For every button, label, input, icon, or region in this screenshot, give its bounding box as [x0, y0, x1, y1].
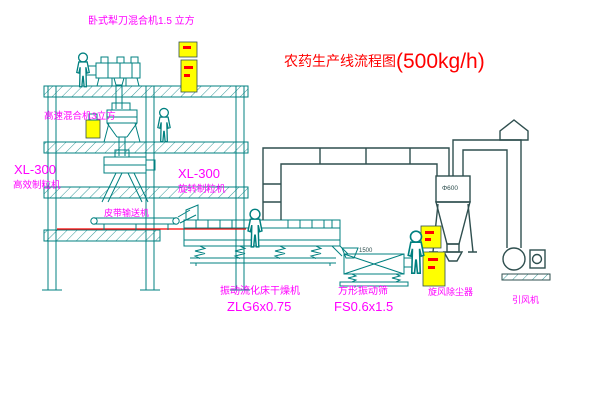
person-figure	[247, 208, 263, 248]
feed-hopper	[85, 113, 101, 139]
stack-outer-line	[452, 139, 522, 248]
dryer-body	[183, 219, 341, 247]
conveyor-discharge-chute	[177, 209, 197, 224]
dryer-panels	[195, 220, 333, 228]
floor-beam-2	[43, 141, 249, 154]
fan-foundation	[501, 273, 551, 281]
cabinet-indicator	[183, 46, 191, 49]
cabinet-indicator	[428, 266, 435, 269]
mixer-port	[116, 56, 125, 64]
cabinet-box	[420, 225, 442, 249]
exhaust-duct	[262, 147, 450, 220]
belt-conveyor	[90, 209, 197, 230]
dryer-model-label: ZLG6x0.75	[227, 299, 291, 314]
cabinet-indicator	[425, 231, 434, 234]
person-figure	[157, 107, 171, 143]
rain-cap	[499, 119, 529, 141]
fan-label: 引风机	[512, 294, 539, 305]
left-granulator-model-label: XL-300	[14, 162, 56, 177]
sieve-model-label: FS0.6x1.5	[334, 299, 393, 314]
sieve-braces	[343, 253, 405, 275]
left-granulator-name-label: 高效制粒机	[13, 179, 61, 191]
rotary-granulator-model-label: XL-300	[178, 166, 220, 181]
hopper-body	[85, 119, 101, 139]
cyclone-bin	[442, 251, 464, 262]
sieve-base	[339, 281, 409, 287]
building-frame	[42, 85, 250, 291]
sieve-vibration-motor	[403, 257, 413, 268]
plow-mixer-label: 卧式犁刀混合机1.5 立方	[88, 14, 195, 27]
duct-flanges	[263, 148, 411, 203]
cabinet-indicator	[425, 238, 431, 241]
mixer-legs	[96, 77, 140, 87]
control-cabinet-right-lower	[422, 251, 446, 287]
floor-beam-ground	[43, 229, 161, 242]
cabinet-box	[178, 41, 198, 58]
sieve-springs	[347, 273, 402, 283]
high-speed-mixer-label: 高速混合机3立方	[44, 110, 116, 122]
granulator-discharge-chutes	[101, 172, 149, 203]
dryer-name-label: 振动流化床干燥机	[220, 284, 300, 297]
rotary-granulator	[101, 149, 156, 203]
conveyor-roller	[172, 217, 180, 225]
mixer-ribs	[107, 63, 133, 78]
dryer-base-frame	[190, 257, 336, 266]
hopper-inlet	[88, 113, 98, 121]
vibrating-sieve	[339, 247, 413, 287]
conveyor-legs	[103, 224, 169, 230]
induced-draft-fan	[501, 247, 551, 281]
cabinet-indicator	[184, 66, 193, 69]
duct-inner-line	[280, 163, 438, 220]
mixer-legs	[103, 122, 141, 143]
mixer-port	[130, 56, 139, 64]
floor-beam-top	[43, 85, 249, 98]
duct-outer-line	[262, 147, 450, 220]
mixer-cone	[106, 122, 138, 138]
stack-inner-line	[462, 149, 508, 248]
cabinet-indicator	[184, 74, 190, 77]
stack-duct	[452, 119, 529, 248]
mixer-body	[95, 62, 141, 79]
sieve-size-label: 1500	[359, 248, 373, 254]
cyclone-discharge	[446, 243, 460, 253]
vibration-springs	[193, 245, 323, 259]
conveyor-roller	[90, 217, 98, 225]
conveyor-belt	[94, 217, 176, 225]
diagram-title: 农药生产线流程图	[284, 53, 396, 69]
fluid-bed-dryer	[183, 204, 349, 266]
mixer-motor	[111, 102, 131, 111]
cyclone-label: 旋风除尘器	[428, 286, 473, 297]
granulator-motor	[145, 159, 156, 171]
plow-mixer	[85, 56, 141, 109]
cyclone-size-label: Φ600	[442, 185, 458, 192]
belt-conveyor-label: 皮带输送机	[104, 207, 149, 218]
mixer-discharge-pipe	[118, 137, 126, 156]
sieve-name-label: 方形振动筛	[338, 284, 388, 297]
fan-motor	[529, 249, 546, 269]
fan-motor-shaft	[531, 253, 543, 265]
dryer-feed-inlet	[185, 204, 199, 221]
person-figure	[76, 52, 90, 88]
high-speed-mixer	[103, 102, 141, 156]
control-cabinet-top	[178, 41, 198, 93]
fan-casing	[502, 247, 526, 271]
dryer-discharge-chute	[331, 245, 349, 257]
cabinet-indicator	[428, 258, 438, 261]
mixer-discharge-pipe	[113, 77, 125, 109]
mixer-port	[100, 56, 109, 64]
rotary-granulator-name-label: 旋转制粒机	[178, 183, 226, 195]
control-cabinet-right-upper	[420, 225, 442, 249]
diagram-capacity: (500kg/h)	[396, 50, 485, 73]
